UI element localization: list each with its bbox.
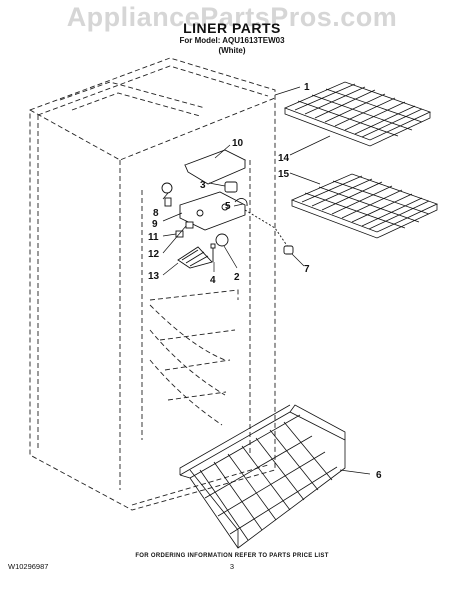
light-bulb <box>234 198 248 207</box>
callout-15: 15 <box>278 169 290 180</box>
light-socket <box>224 181 238 193</box>
callout-8: 8 <box>153 208 159 219</box>
page-number: 3 <box>229 562 235 571</box>
ordering-note: FOR ORDERING INFORMATION REFER TO PARTS … <box>135 553 329 559</box>
page-title: LINER PARTS <box>183 20 281 36</box>
callout-14: 14 <box>278 153 290 164</box>
wire-shelf-lower <box>290 173 439 239</box>
callout-9: 9 <box>152 219 158 230</box>
capillary-tube <box>244 209 291 251</box>
callout-10: 10 <box>232 138 244 149</box>
callout-4: 4 <box>210 275 216 286</box>
leader-lines <box>162 86 371 475</box>
freezer-basket <box>179 404 346 549</box>
grommet-7 <box>283 245 294 255</box>
model-line: For Model: AQU1613TEW03 <box>179 36 285 45</box>
callout-11: 11 <box>148 232 159 243</box>
callout-7: 7 <box>304 264 310 275</box>
screw-8 <box>164 197 172 207</box>
knob <box>215 233 229 247</box>
model-color: (White) <box>218 46 246 55</box>
callout-6: 6 <box>376 470 382 481</box>
callout-1: 1 <box>304 82 310 93</box>
callout-2: 2 <box>234 272 240 283</box>
callout-13: 13 <box>148 271 160 282</box>
watermark: AppliancePartsPros.com <box>66 2 398 32</box>
callout-3: 3 <box>200 180 206 191</box>
thermostat-knob-small <box>161 182 173 194</box>
thermostat-bracket <box>179 191 246 231</box>
wire-shelf-upper <box>283 81 432 147</box>
callout-12: 12 <box>148 249 160 260</box>
cabinet-liner <box>29 57 276 511</box>
callout-5: 5 <box>225 201 231 212</box>
control-assembly <box>161 149 294 269</box>
clip-12 <box>185 221 194 229</box>
document-number: W10296987 <box>8 562 49 571</box>
